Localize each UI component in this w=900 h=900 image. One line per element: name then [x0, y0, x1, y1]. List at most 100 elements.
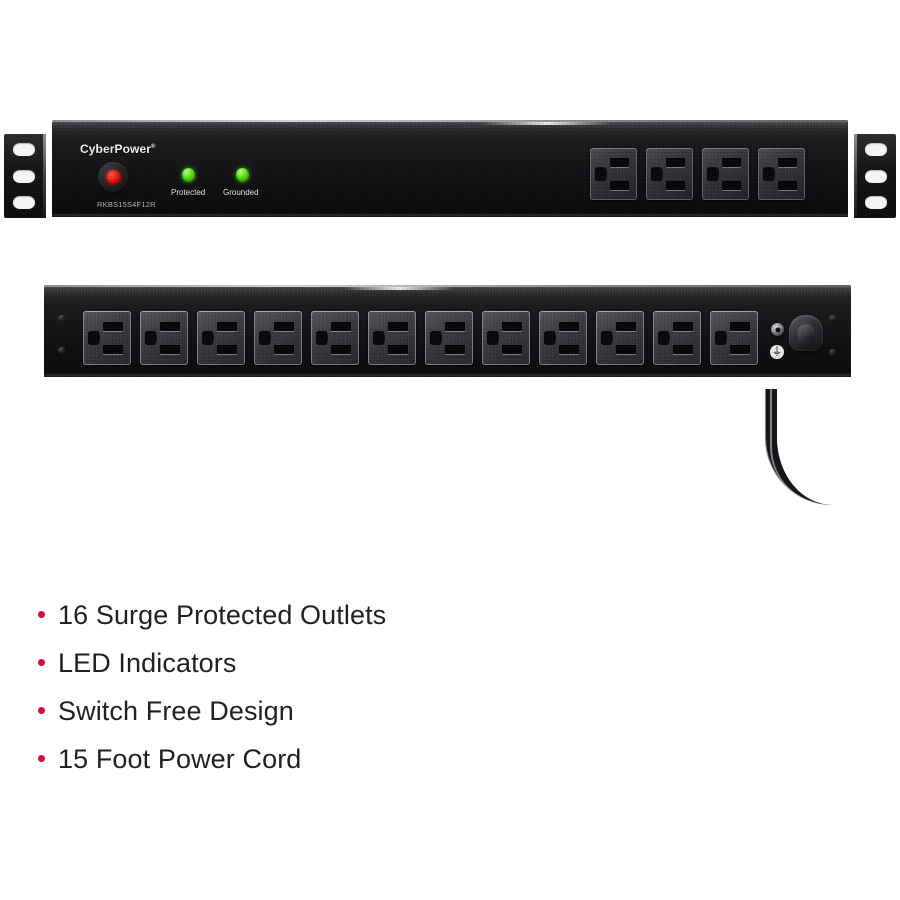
chassis-top-highlight — [52, 120, 848, 122]
outlet-slot-neutral — [445, 345, 466, 355]
circuit-breaker-red-button — [105, 169, 121, 185]
rack-mount-hole — [865, 170, 887, 183]
rear-chassis: ⏚ — [44, 285, 851, 377]
outlet-ground-hole — [657, 330, 670, 346]
outlet-slot-hot — [160, 321, 181, 331]
outlet-slot-hot — [777, 158, 798, 168]
rack-mount-hole — [13, 170, 35, 183]
rear-outlet-6[interactable] — [368, 311, 416, 365]
outlet-slot-neutral — [559, 345, 580, 355]
outlet-ground-hole — [762, 167, 776, 181]
outlet-slot-neutral — [616, 345, 637, 355]
bullet-icon — [38, 659, 45, 666]
front-chassis: CyberPower® Protected Grounded RKBS15S4F… — [52, 120, 848, 217]
outlet-slot-hot — [445, 321, 466, 331]
rack-mount-hole — [13, 196, 35, 209]
rear-outlet-3[interactable] — [197, 311, 245, 365]
rear-outlet-1[interactable] — [83, 311, 131, 365]
outlet-slot-hot — [103, 321, 124, 331]
rack-ear-left — [4, 134, 46, 218]
circuit-breaker-reset-button[interactable] — [98, 162, 128, 192]
feature-item: 15 Foot Power Cord — [38, 744, 598, 775]
outlet-ground-hole — [87, 330, 100, 346]
cord-strain-relief-grommet — [789, 315, 823, 351]
rack-mount-hole — [865, 196, 887, 209]
mounting-screw-hole — [58, 315, 65, 322]
bullet-icon — [38, 611, 45, 618]
outlet-ground-hole — [594, 167, 608, 181]
chassis-specular-highlight — [482, 122, 612, 125]
outlet-slot-hot — [388, 321, 409, 331]
chassis-bottom-edge — [52, 213, 848, 217]
feature-text: 16 Surge Protected Outlets — [58, 600, 387, 630]
rack-ear-right — [854, 134, 896, 218]
front-outlet-4[interactable] — [758, 148, 805, 200]
feature-item: Switch Free Design — [38, 696, 598, 727]
outlet-slot-hot — [559, 321, 580, 331]
feature-list: 16 Surge Protected Outlets LED Indicator… — [38, 600, 598, 792]
led-protected-label: Protected — [171, 188, 206, 197]
outlet-slot-hot — [217, 321, 238, 331]
outlet-ground-hole — [650, 167, 664, 181]
outlet-slot-neutral — [502, 345, 523, 355]
outlet-ground-hole — [486, 330, 499, 346]
feature-text: Switch Free Design — [58, 696, 294, 726]
outlet-ground-hole — [201, 330, 214, 346]
rear-outlet-5[interactable] — [311, 311, 359, 365]
front-outlet-1[interactable] — [590, 148, 637, 200]
led-protected — [182, 168, 195, 182]
rear-outlet-11[interactable] — [653, 311, 701, 365]
front-outlet-2[interactable] — [646, 148, 693, 200]
outlet-slot-hot — [616, 321, 637, 331]
outlet-ground-hole — [543, 330, 556, 346]
outlet-ground-hole — [429, 330, 442, 346]
outlet-slot-hot — [274, 321, 295, 331]
rear-outlet-4[interactable] — [254, 311, 302, 365]
rear-outlet-7[interactable] — [425, 311, 473, 365]
chassis-top-face — [52, 120, 848, 131]
feature-item: 16 Surge Protected Outlets — [38, 600, 598, 631]
front-outlet-3[interactable] — [702, 148, 749, 200]
rear-outlet-10[interactable] — [596, 311, 644, 365]
outlet-slot-neutral — [665, 180, 686, 190]
outlet-slot-neutral — [103, 345, 124, 355]
outlet-slot-hot — [730, 321, 751, 331]
chassis-bottom-edge — [44, 373, 851, 377]
rack-ear-edge — [43, 134, 46, 218]
feature-text: LED Indicators — [58, 648, 237, 678]
outlet-slot-hot — [502, 321, 523, 331]
outlet-slot-neutral — [388, 345, 409, 355]
outlet-ground-hole — [258, 330, 271, 346]
front-panel-unit: CyberPower® Protected Grounded RKBS15S4F… — [0, 120, 900, 220]
outlet-slot-hot — [665, 158, 686, 168]
mounting-screw-hole — [58, 347, 65, 354]
rear-outlet-2[interactable] — [140, 311, 188, 365]
outlet-ground-hole — [600, 330, 613, 346]
power-cord-highlight — [770, 389, 826, 503]
outlet-ground-hole — [144, 330, 157, 346]
outlet-slot-hot — [673, 321, 694, 331]
rack-ear-edge — [854, 134, 857, 218]
rear-panel-unit: ⏚ — [0, 285, 900, 505]
bullet-icon — [38, 707, 45, 714]
outlet-slot-neutral — [673, 345, 694, 355]
chassis-specular-highlight — [344, 287, 454, 290]
mounting-screw-hole — [829, 349, 836, 356]
rear-outlet-12[interactable] — [710, 311, 758, 365]
outlet-slot-hot — [721, 158, 742, 168]
chassis-top-face — [44, 285, 851, 296]
rear-outlet-8[interactable] — [482, 311, 530, 365]
led-grounded-label: Grounded — [223, 188, 259, 197]
outlet-ground-hole — [714, 330, 727, 346]
outlet-slot-neutral — [274, 345, 295, 355]
outlet-slot-neutral — [730, 345, 751, 355]
rear-outlet-9[interactable] — [539, 311, 587, 365]
feature-item: LED Indicators — [38, 648, 598, 679]
outlet-slot-neutral — [777, 180, 798, 190]
outlet-slot-hot — [609, 158, 630, 168]
outlet-slot-neutral — [609, 180, 630, 190]
outlet-ground-hole — [372, 330, 385, 346]
mounting-screw-hole — [829, 315, 836, 322]
rack-mount-hole — [13, 143, 35, 156]
outlet-slot-neutral — [331, 345, 352, 355]
